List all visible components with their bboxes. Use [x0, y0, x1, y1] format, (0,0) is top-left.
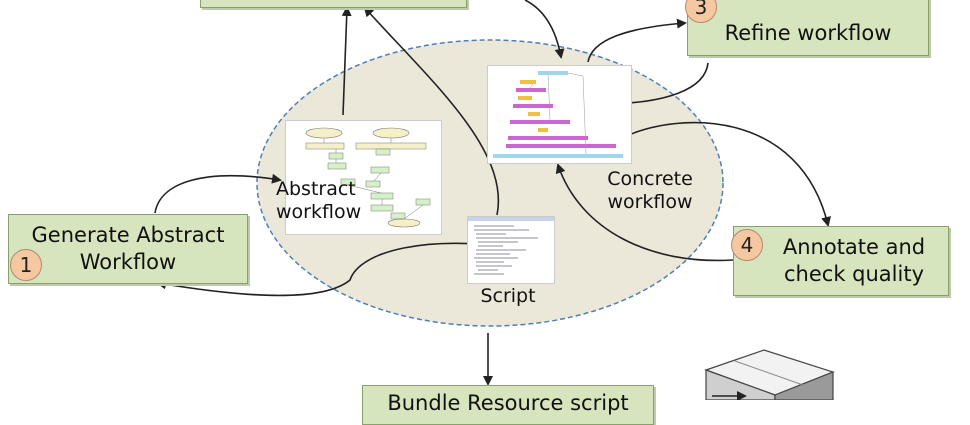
package-icon	[704, 349, 835, 400]
annotate-check-quality-label: Annotate and check quality	[782, 235, 926, 286]
arrow-script-to-top	[363, 6, 500, 216]
concrete-workflow-caption: Concrete workflow	[607, 168, 693, 213]
generate-abstract-workflow-box[interactable]: Generate Abstract Workflow	[8, 214, 248, 284]
script-caption: Script	[480, 285, 536, 307]
abstract-workflow-thumbnail	[285, 120, 442, 235]
arrow-concrete-to-refine	[587, 18, 687, 63]
step-4-badge: 4	[731, 229, 763, 261]
arrow-annotate-to-concrete	[555, 163, 734, 262]
arrow-top-to-concrete	[524, 0, 565, 59]
annotate-check-quality-box[interactable]: Annotate and check quality	[733, 226, 949, 296]
script-thumbnail	[467, 216, 555, 284]
bundle-resource-script-box[interactable]: Bundle Resource script	[362, 385, 654, 425]
refine-workflow-label: Refine workflow	[724, 20, 892, 45]
arrow-script-to-generate	[156, 242, 516, 297]
step-1-badge: 1	[10, 249, 42, 281]
arrow-generate-to-abstract	[154, 173, 282, 214]
arrow-abstract-to-top	[341, 6, 352, 116]
arrow-concrete-to-annotate	[621, 121, 831, 227]
generate-abstract-workflow-label: Generate Abstract Workflow	[31, 223, 225, 274]
step-3-badge: 3	[685, 0, 717, 23]
abstract-workflow-caption: Abstract workflow	[276, 178, 362, 223]
refine-workflow-box[interactable]: Refine workflow	[687, 0, 929, 56]
workflow-diagram	[154, 0, 835, 400]
top-step-box	[200, 0, 467, 8]
concrete-workflow-thumbnail	[487, 65, 632, 164]
bundle-resource-script-label: Bundle Resource script	[387, 391, 629, 415]
